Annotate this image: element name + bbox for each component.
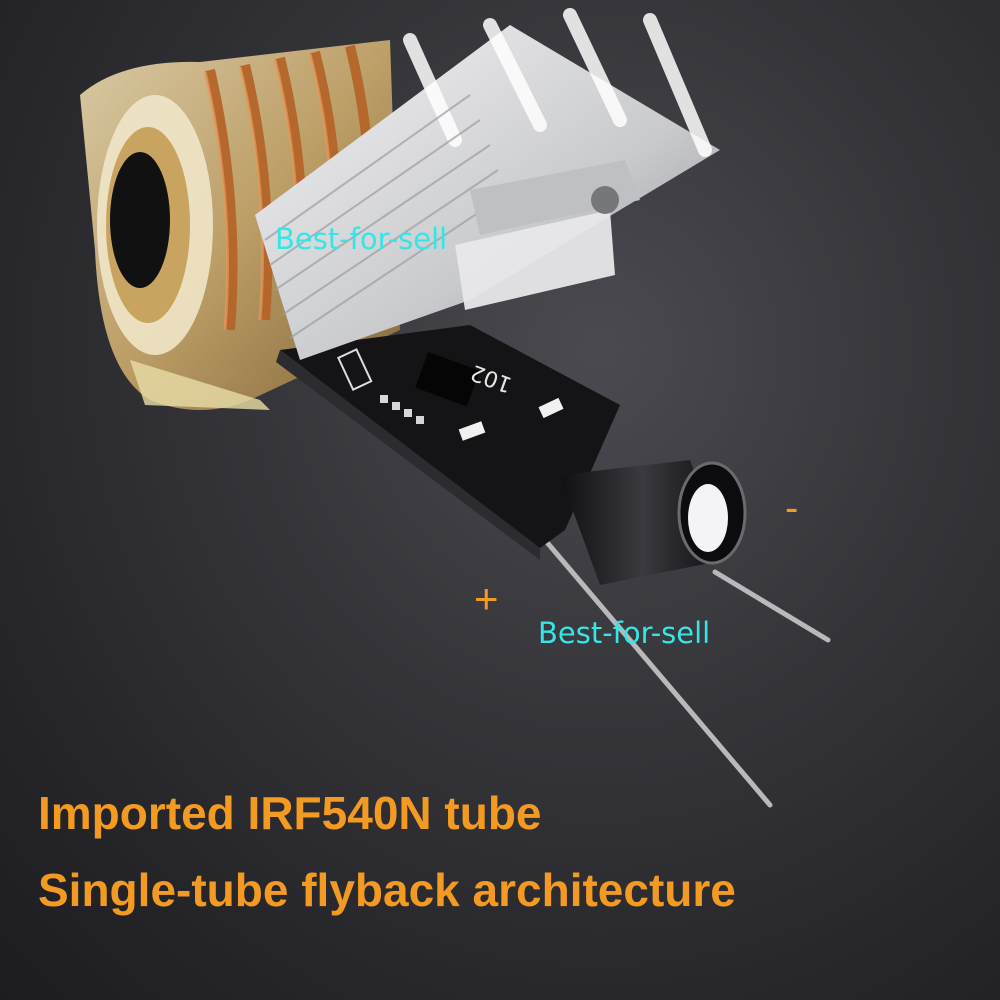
- caption-line-1: Imported IRF540N tube: [38, 787, 542, 839]
- transformer-coil: [80, 40, 400, 410]
- aluminium-heatsink: [255, 8, 720, 360]
- positive-terminal-label: +: [474, 575, 499, 622]
- positive-lead-wire: [542, 537, 773, 808]
- caption-line-2: Single-tube flyback architecture: [38, 864, 736, 916]
- pcb-board: 102: [276, 325, 620, 560]
- negative-lead-wire: [712, 569, 831, 643]
- electrolytic-capacitor: [560, 460, 747, 585]
- negative-terminal-label: -: [785, 486, 799, 530]
- watermark-bottom: Best-for-sell: [538, 616, 711, 650]
- watermark-top: Best-for-sell: [275, 222, 448, 256]
